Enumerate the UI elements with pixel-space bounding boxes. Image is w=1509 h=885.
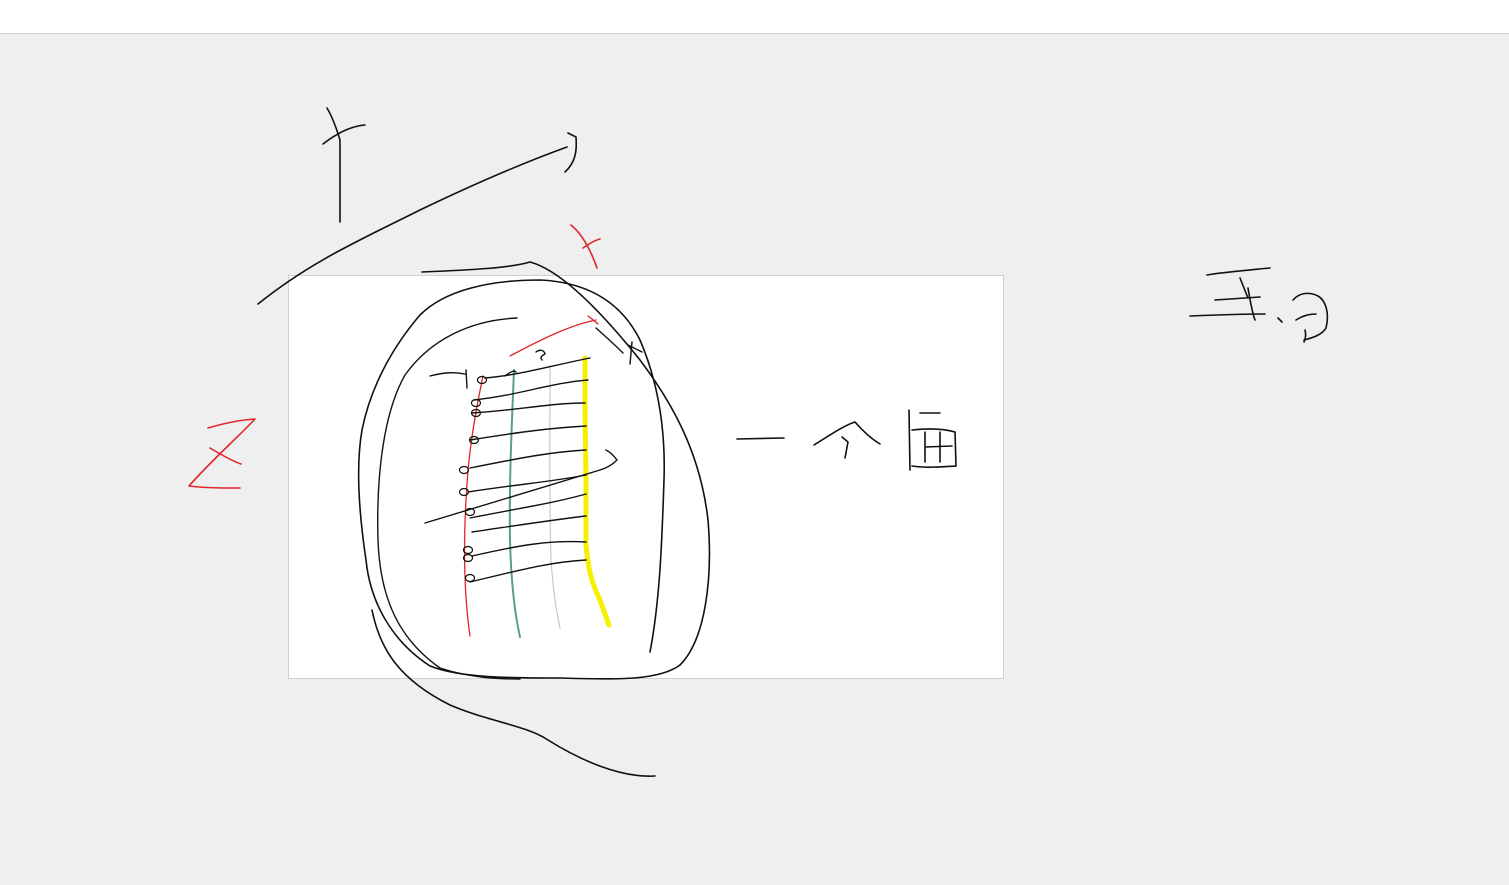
whiteboard-page[interactable] bbox=[288, 275, 1004, 679]
top-toolbar bbox=[0, 0, 1509, 34]
